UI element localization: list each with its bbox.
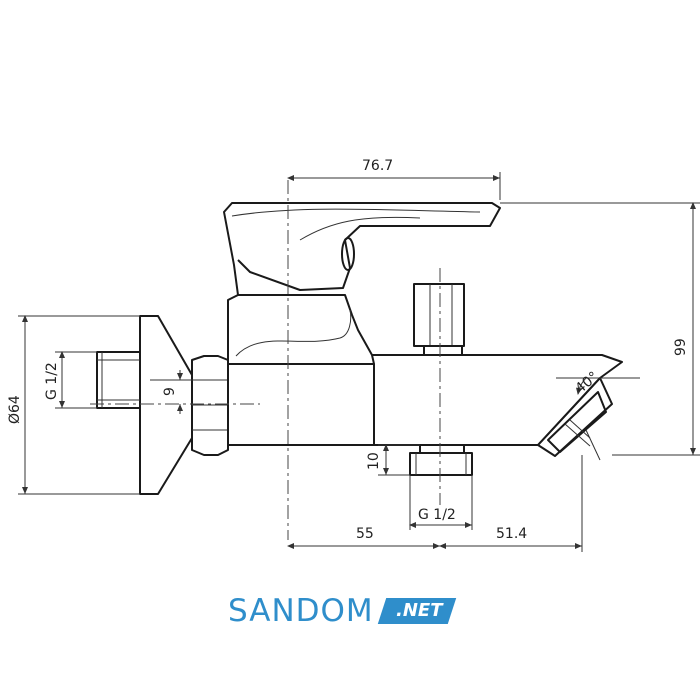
bottom-outlet bbox=[409, 444, 473, 476]
dim-left-span: 55 bbox=[356, 526, 374, 542]
diverter-knob bbox=[413, 283, 465, 356]
mixer-body bbox=[227, 354, 623, 457]
brand-logo: SANDOM .NET bbox=[228, 591, 457, 631]
brand-tag: .NET bbox=[395, 600, 443, 621]
wall-flange bbox=[96, 315, 193, 495]
dim-outlet-offset: 10 bbox=[366, 452, 382, 470]
dim-right-span: 51.4 bbox=[496, 526, 527, 542]
dim-flange-diameter: Ø64 bbox=[7, 395, 23, 424]
centre-lines bbox=[90, 180, 441, 540]
dim-outlet-thread: G 1/2 bbox=[418, 507, 456, 523]
union-nut bbox=[191, 355, 229, 456]
dim-lever-length: 76.7 bbox=[362, 158, 393, 174]
dim-inlet-thread: G 1/2 bbox=[44, 362, 60, 400]
cartridge-and-lever bbox=[223, 202, 501, 364]
brand-tag-badge: .NET bbox=[377, 598, 457, 624]
brand-name: SANDOM bbox=[228, 593, 374, 629]
dim-height: 99 bbox=[673, 338, 689, 356]
dimension-lines bbox=[18, 172, 700, 552]
dim-inlet-offset: 9 bbox=[162, 387, 178, 396]
